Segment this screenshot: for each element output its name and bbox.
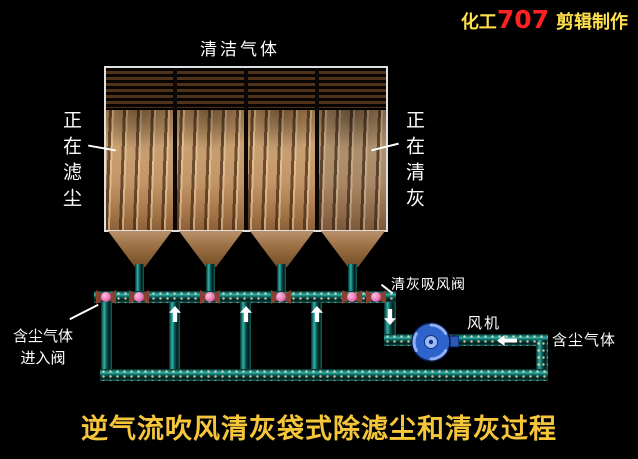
chamber-valve-3 [271,290,291,304]
valve-disc [205,292,215,302]
filter-bags [248,110,315,230]
hopper-4 [321,231,385,267]
watermark-prefix: 化工 [460,12,497,33]
riser-pipe-1 [169,302,180,374]
chamber-valve-4 [342,290,362,304]
filter-bags [319,110,386,230]
hopper-outlet-pipe-4 [348,264,357,294]
watermark: 化工707 剪辑制作 [461,5,628,34]
watermark-suffix: 剪辑制作 [556,12,628,33]
chamber-valve-1 [129,290,149,304]
hopper-2 [179,231,243,267]
tube-sheet-grille [319,68,386,110]
inlet-valve [96,290,116,304]
filter-chamber-2 [177,68,244,230]
filter-bags [106,110,173,230]
inlet-valve-pointer-line [69,303,99,321]
valve-disc [371,292,381,302]
tube-sheet-grille [248,68,315,110]
filter-chamber-1 [106,68,173,230]
hopper-1 [108,231,172,267]
filter-bags [177,110,244,230]
hopper-outlet-pipe-2 [206,264,215,294]
valve-disc [347,292,357,302]
hopper-outlet-pipe-3 [277,264,286,294]
cleaning-state-label: 正在清灰 [403,110,425,214]
fan [407,317,460,367]
riser-pipe-2 [240,302,251,374]
tube-sheet-grille [177,68,244,110]
watermark-number: 707 [496,5,549,34]
chamber-valve-2 [200,290,220,304]
left-arrow-icon [497,335,517,346]
filter-chamber-4 [319,68,386,230]
baghouse-unit [104,66,388,232]
bottom-manifold-pipe [100,369,548,381]
riser-pipe-3 [311,302,322,374]
valve-disc [134,292,144,302]
upper-manifold-pipe [94,291,396,303]
hopper-3 [250,231,314,267]
valve-disc [276,292,286,302]
valve-disc [101,292,111,302]
suction-valve [366,290,386,304]
right-down-pipe [536,340,548,376]
hopper-outlet-pipe-1 [135,264,144,294]
dusty-gas-inlet-label: 含尘气体 [552,331,617,349]
fan-icon [411,322,460,362]
clean-gas-label: 清洁气体 [200,40,280,60]
left-riser-pipe [101,302,112,374]
inlet-valve-label-line1: 含尘气体 [12,327,73,345]
inlet-valve-label: 含尘气体 进入阀 [4,325,82,369]
suction-valve-label: 清灰吸风阀 [391,277,466,293]
filtering-state-label: 正在滤尘 [60,110,82,214]
inlet-valve-label-line2: 进入阀 [20,349,66,367]
filter-chamber-3 [248,68,315,230]
tube-sheet-grille [106,68,173,110]
diagram-title: 逆气流吹风清灰袋式除滤尘和清灰过程 [81,414,557,445]
fan-label: 风机 [467,314,502,332]
